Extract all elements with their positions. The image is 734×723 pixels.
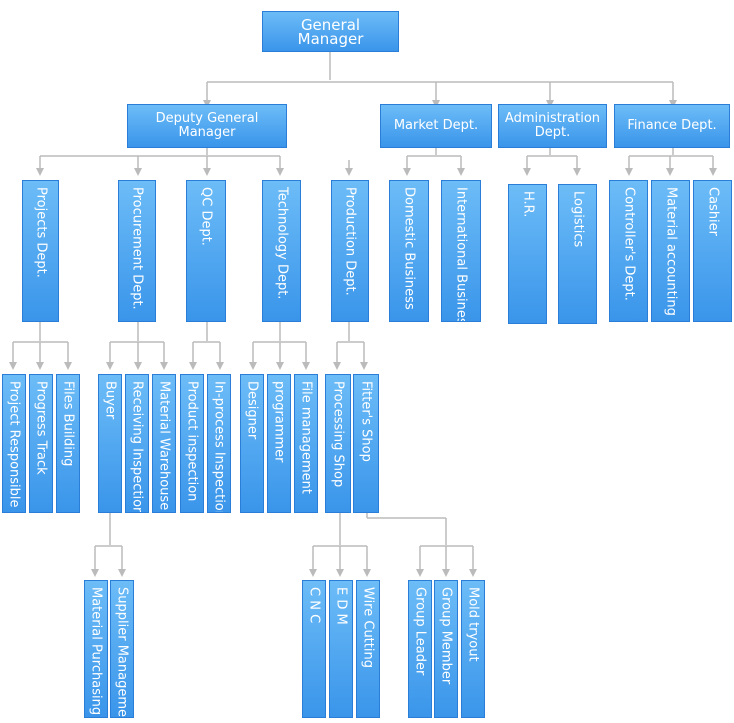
qc-dept-box: QC Dept.	[186, 180, 226, 322]
projects-dept-label: Projects Dept.	[33, 187, 48, 278]
progress-track-box: Progress Track	[29, 374, 53, 513]
group-leader-label: Group Leader	[412, 587, 428, 676]
fitters-shop-box: Fitter's Shop	[353, 374, 379, 513]
qc-dept-label: QC Dept.	[198, 187, 214, 246]
material-warehouse-box: Material Warehouse	[152, 374, 176, 513]
designer-box: Designer	[240, 374, 264, 513]
controllers-dept-box: Controller's Dept.	[609, 180, 648, 322]
files-building-label: Files Building	[60, 381, 76, 467]
project-responsible-box: Project Responsible	[2, 374, 26, 513]
controllers-dept-label: Controller's Dept.	[621, 187, 636, 301]
receiving-inspection-label: Receiving Inspection	[129, 381, 145, 513]
edm-label: E D M	[333, 587, 349, 625]
market-dept-label: Market Dept.	[393, 118, 479, 133]
logistics-label: Logistics	[570, 191, 585, 248]
technology-dept-box: Technology Dept.	[262, 180, 301, 322]
general-manager-label: General Manager	[297, 15, 364, 48]
project-responsible-label: Project Responsible	[6, 381, 22, 508]
finance-dept-box: Finance Dept.	[614, 104, 730, 148]
product-inspection-label: Product inspection	[184, 381, 200, 502]
programmer-box: programmer	[267, 374, 291, 513]
domestic-business-box: Domestic Business	[389, 180, 429, 322]
mold-tryout-box: Mold tryout	[461, 580, 485, 718]
material-accounting-box: Material accounting	[651, 180, 690, 322]
progress-track-label: Progress Track	[33, 381, 49, 475]
programmer-label: programmer	[271, 381, 287, 463]
international-business-box: International Business	[441, 180, 481, 322]
group-member-label: Group Member	[438, 587, 454, 685]
product-inspection-box: Product inspection	[180, 374, 204, 513]
files-building-box: Files Building	[56, 374, 80, 513]
in-process-inspection-label: In-process Inspection	[211, 381, 227, 513]
material-warehouse-label: Material Warehouse	[156, 381, 172, 511]
processing-shop-box: Processing Shop	[325, 374, 351, 513]
projects-dept-box: Projects Dept.	[22, 180, 59, 322]
international-business-label: International Business	[453, 187, 469, 322]
mold-tryout-label: Mold tryout	[465, 587, 481, 662]
in-process-inspection-box: In-process Inspection	[207, 374, 231, 513]
hr-box: H.R.	[508, 184, 547, 324]
cashier-label: Cashier	[705, 187, 720, 237]
procurement-dept-box: Procurement Dept.	[118, 180, 156, 322]
deputy-general-manager-label: Deputy General Manager	[155, 111, 259, 140]
buyer-label: Buyer	[102, 381, 118, 420]
cnc-label: C N C	[306, 587, 322, 624]
group-leader-box: Group Leader	[408, 580, 432, 718]
administration-dept-box: Administration Dept.	[498, 104, 607, 148]
production-dept-label: Production Dept.	[342, 187, 358, 296]
logistics-box: Logistics	[558, 184, 597, 324]
material-purchasing-box: Material Purchasing	[84, 580, 108, 718]
procurement-dept-label: Procurement Dept.	[129, 187, 145, 310]
finance-dept-label: Finance Dept.	[627, 118, 717, 133]
designer-label: Designer	[244, 381, 260, 440]
fitters-shop-label: Fitter's Shop	[358, 381, 374, 462]
wire-cutting-label: Wire Cutting	[360, 587, 376, 668]
wire-cutting-box: Wire Cutting	[356, 580, 380, 718]
domestic-business-label: Domestic Business	[401, 187, 417, 310]
cashier-box: Cashier	[693, 180, 732, 322]
supplier-management-label: Supplier Management	[114, 587, 130, 718]
market-dept-box: Market Dept.	[380, 104, 492, 148]
processing-shop-label: Processing Shop	[330, 381, 346, 488]
supplier-management-box: Supplier Management	[110, 580, 134, 718]
technology-dept-label: Technology Dept.	[274, 187, 289, 300]
material-accounting-label: Material accounting	[663, 187, 678, 316]
administration-dept-label: Administration Dept.	[504, 111, 601, 140]
file-management-label: File management	[298, 381, 314, 494]
edm-box: E D M	[329, 580, 353, 718]
cnc-box: C N C	[302, 580, 326, 718]
hr-label: H.R.	[520, 191, 535, 218]
file-management-box: File management	[294, 374, 318, 513]
deputy-general-manager-box: Deputy General Manager	[127, 104, 287, 148]
production-dept-box: Production Dept.	[331, 180, 369, 322]
buyer-box: Buyer	[98, 374, 122, 513]
general-manager-box: General Manager	[262, 11, 399, 52]
group-member-box: Group Member	[434, 580, 458, 718]
material-purchasing-label: Material Purchasing	[88, 587, 104, 716]
receiving-inspection-box: Receiving Inspection	[125, 374, 149, 513]
